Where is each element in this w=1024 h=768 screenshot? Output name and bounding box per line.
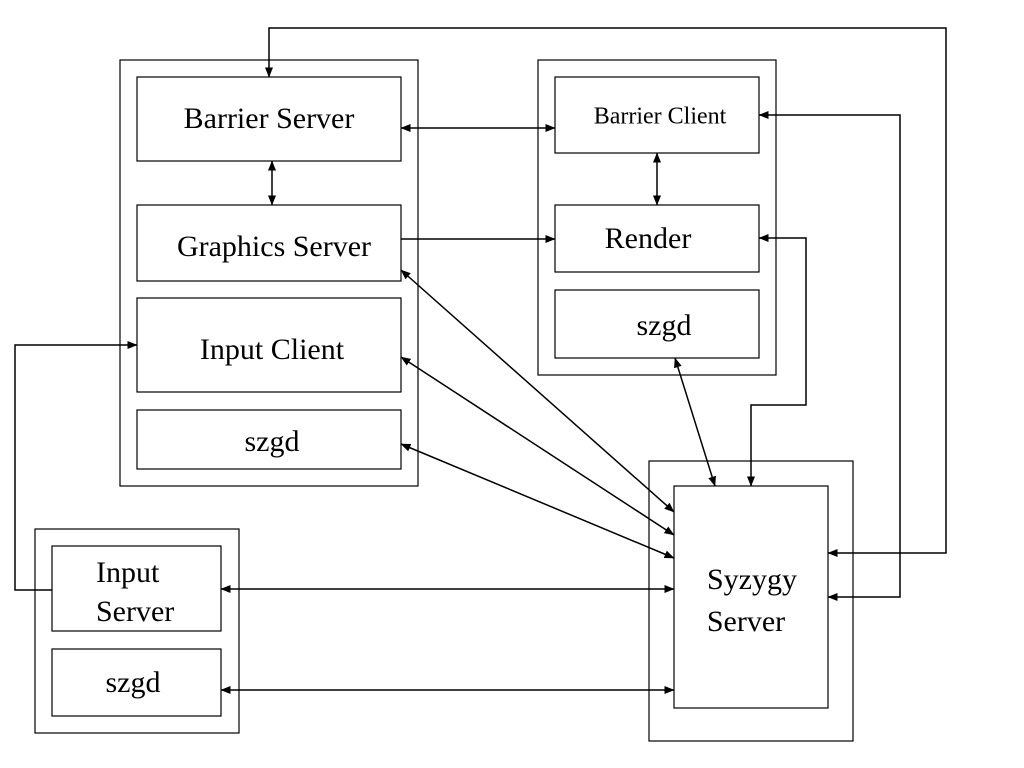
syzygy-server-node: Syzygy Server	[673, 485, 829, 709]
render-label: Render	[605, 222, 692, 255]
barrier-client-node: Barrier Client	[554, 76, 760, 154]
barrier-client-label: Barrier Client	[594, 104, 727, 130]
input-server-label-line1: Input	[96, 556, 160, 589]
szgd-left-label: szgd	[245, 425, 300, 458]
input-client-label: Input Client	[200, 333, 345, 366]
render-node: Render	[554, 204, 760, 273]
szgd-left-to-syzygy-arrow	[400, 443, 675, 559]
szgd-right-to-syzygy-arrow	[674, 357, 716, 487]
szgd-left-node: szgd	[136, 409, 402, 470]
syzygy-to-barrier-client-arrow	[758, 111, 901, 601]
input-server-label-line2: Server	[96, 595, 174, 628]
syzygy-to-barrier-server-arrow	[265, 27, 947, 557]
render-to-syzygy-arrow	[747, 234, 807, 487]
barrier-server-node: Barrier Server	[136, 76, 402, 162]
szgd-right-node: szgd	[554, 289, 760, 359]
input-machine-frame	[34, 528, 240, 734]
szgd-right-label: szgd	[637, 309, 692, 342]
input-server-node: Input Server	[51, 545, 222, 632]
barrier-server-label: Barrier Server	[184, 102, 355, 135]
input-server-to-input-client-arrow	[14, 341, 138, 591]
syzygy-server-label-line2: Server	[707, 605, 785, 638]
input-client-node: Input Client	[136, 297, 402, 393]
szgd-bottom-node: szgd	[51, 648, 222, 717]
graphics-server-label: Graphics Server	[177, 230, 371, 263]
syzygy-server-label-line1: Syzygy	[707, 563, 797, 596]
input-client-to-syzygy-arrow	[400, 356, 675, 536]
szgd-bottom-label: szgd	[106, 666, 161, 699]
graphics-server-node: Graphics Server	[136, 204, 402, 282]
